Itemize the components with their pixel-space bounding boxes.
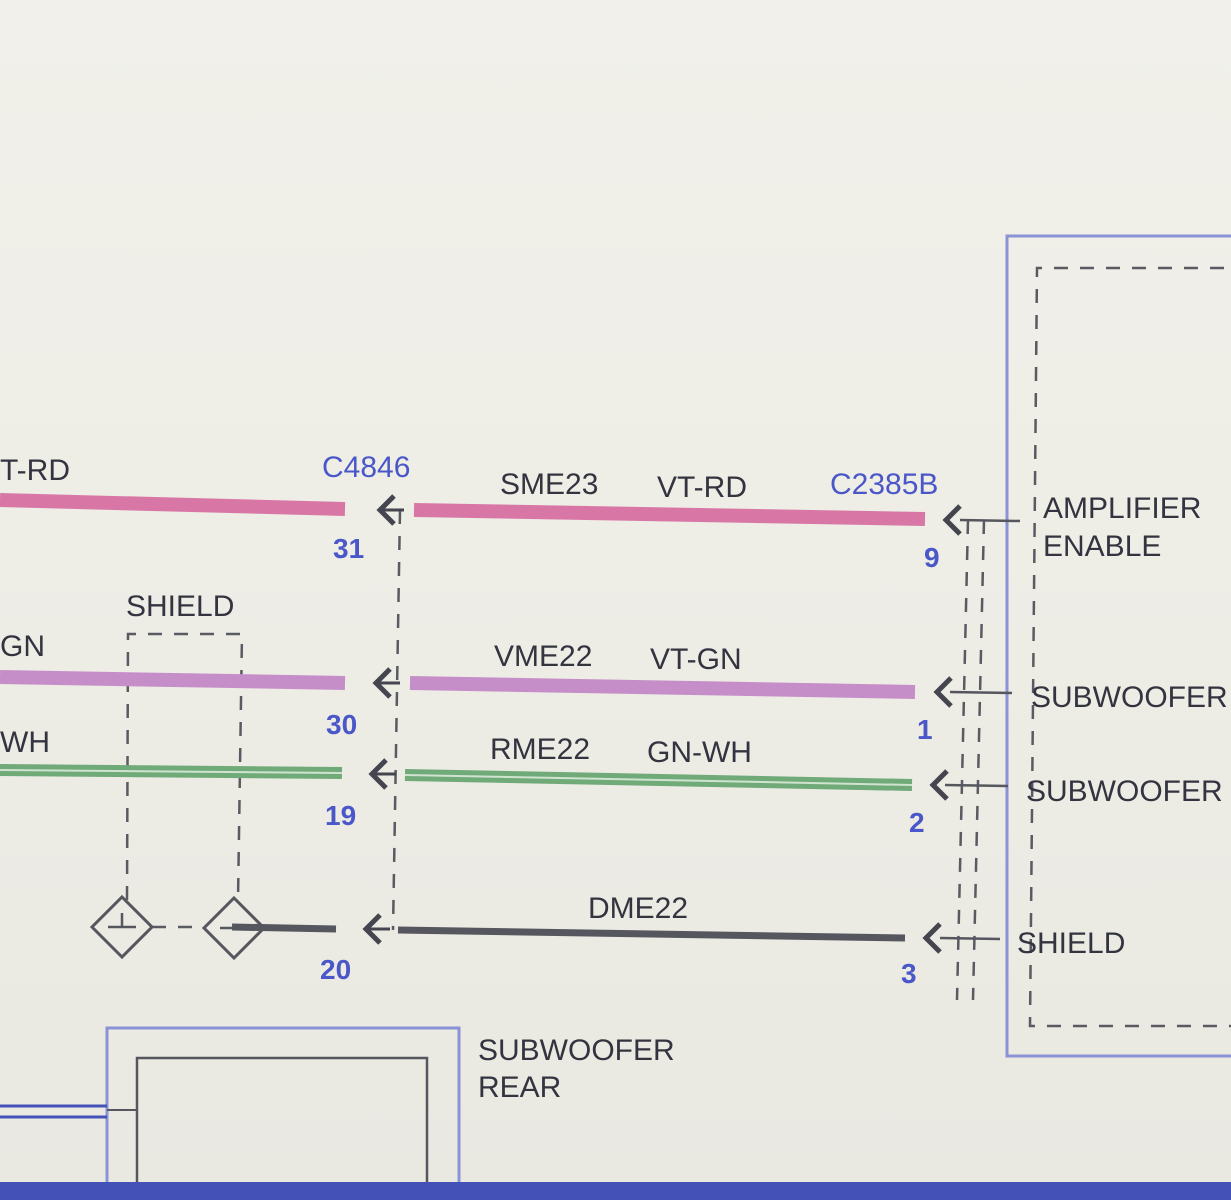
screen-bottom-bar (0, 1182, 1231, 1200)
pin-number: 19 (325, 800, 356, 831)
wire-rme22-amp-lead (944, 783, 1009, 788)
amplifier-component-box (1005, 234, 1231, 1058)
circuit-label-rme22: RME22 (490, 733, 590, 766)
wire-sme23-left (0, 493, 346, 516)
diamond-splice-icon (89, 894, 155, 960)
wire-left-partial-label: GN (0, 630, 45, 663)
color-code-vt-rd: VT-RD (657, 471, 747, 504)
color-code-gn-wh: GN-WH (647, 736, 752, 769)
chevron-left-icon (362, 913, 390, 945)
c2385b-dashed-line-b (971, 519, 986, 1001)
circuit-label-sme23: SME23 (500, 468, 598, 501)
circuit-label-dme22: DME22 (588, 892, 688, 925)
pin-number: 20 (320, 954, 351, 985)
wire-sme23-amp-lead (959, 518, 1021, 523)
chevron-left-icon (942, 504, 962, 536)
wire-left-partial-label: T-RD (0, 454, 70, 487)
chevron-left-icon (922, 922, 942, 954)
shield-label: SHIELD (126, 590, 234, 623)
chevron-left-icon (929, 769, 949, 801)
wire-left-partial-label: WH (0, 726, 50, 759)
pin-number: 1 (917, 714, 933, 745)
subwoofer-rear-outer-box (105, 1026, 461, 1200)
amplifier-enable-label-line1: AMPLIFIER (1043, 492, 1201, 525)
pin-number: 31 (333, 533, 364, 564)
shield-pin-label: SHIELD (1017, 927, 1125, 960)
color-code-vt-gn: VT-GN (650, 643, 742, 676)
chevron-left-icon (933, 676, 953, 708)
chevron-left-icon (368, 758, 396, 790)
subwoofer-pin-label: SUBWOOFER (1026, 775, 1223, 808)
wire-vme22-amp-lead (949, 690, 1013, 695)
c2385b-dashed-line-a (955, 519, 970, 1001)
connector-c2385b-label: C2385B (830, 468, 938, 501)
pin-number: 3 (901, 958, 917, 989)
diamond-splice-icon (201, 895, 267, 961)
wire-vme22-left (0, 670, 346, 690)
wire-dme22-left (231, 923, 337, 933)
pin-number: 9 (924, 542, 940, 573)
wire-dme22-right (397, 926, 906, 942)
subwoofer-pin-label: SUBWOOFER (1031, 681, 1228, 714)
chevron-left-icon (376, 494, 404, 526)
wire-vme22-right (409, 676, 916, 699)
subwoofer-rear-inner-box (135, 1056, 429, 1200)
wire-dme22-amp-lead (939, 936, 1001, 941)
pin-number: 2 (909, 807, 925, 838)
amplifier-enable-label-line2: ENABLE (1043, 530, 1161, 563)
chevron-left-icon (372, 667, 400, 699)
wire-sme23-right (413, 503, 926, 526)
wire-rme22-stripe (0, 769, 343, 774)
wire-rme22-stripe-right (404, 774, 913, 786)
pin-number: 30 (326, 709, 357, 740)
subwoofer-rear-label-line2: REAR (478, 1071, 561, 1104)
c4846-dashed-line (391, 509, 402, 931)
connector-c4846-label: C4846 (322, 451, 410, 484)
circuit-label-vme22: VME22 (494, 640, 592, 673)
amplifier-inner-dashed-box (1028, 266, 1231, 1028)
subwoofer-rear-label-line1: SUBWOOFER (478, 1034, 675, 1067)
